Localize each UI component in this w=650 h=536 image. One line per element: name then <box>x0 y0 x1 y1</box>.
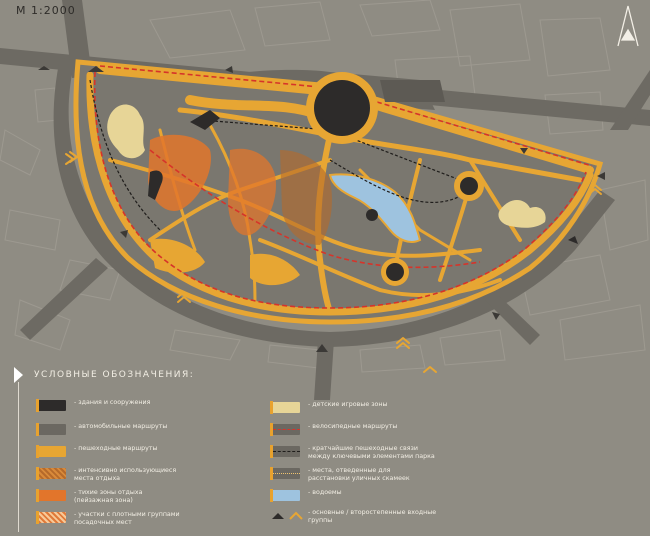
north-arrow-icon <box>617 5 639 47</box>
legend-item-water: - водоемы <box>270 488 500 508</box>
pond <box>328 173 422 243</box>
legend-item-benches: - места, отведенные для расстановки улич… <box>270 466 500 486</box>
playgrounds-swatch <box>270 401 300 414</box>
buildings-swatch <box>36 399 66 412</box>
legend-label: - участки с плотными группами посадочных… <box>74 511 180 526</box>
legend-label: - велосипедные маршруты <box>308 423 398 430</box>
legend-item-shortest-links: - кратчайшие пешеходные связи между ключ… <box>270 444 500 464</box>
buildings <box>148 72 578 286</box>
legend-label: - основные / второстепенные входные груп… <box>308 509 437 524</box>
legend-label: - автомобильные маршруты <box>74 423 168 430</box>
entry-chevrons-icon <box>272 511 303 520</box>
pedestrian-routes-swatch <box>36 445 66 458</box>
legend-label: - места, отведенные для расстановки улич… <box>308 467 410 482</box>
quiet-zones-swatch <box>36 489 66 502</box>
legend-divider <box>18 382 19 532</box>
legend-item-entries: - основные / второстепенные входные груп… <box>270 508 500 528</box>
shortest-links-swatch <box>270 445 300 458</box>
legend-label: - водоемы <box>308 489 342 496</box>
water-swatch <box>270 489 300 502</box>
legend-label: - пешеходные маршруты <box>74 445 158 452</box>
seating-swatch <box>36 511 66 524</box>
legend-item-car-routes: - автомобильные маршруты <box>36 422 266 442</box>
car-routes-swatch <box>36 423 66 436</box>
legend-label: - детские игровые зоны <box>308 401 388 408</box>
bike-routes <box>93 65 593 309</box>
intense-rest-swatch <box>36 467 66 480</box>
legend-item-buildings: - здания и сооружения <box>36 398 266 418</box>
bike-routes-swatch <box>270 423 300 436</box>
entry-groups <box>38 66 605 373</box>
legend-item-seating: - участки с плотными группами посадочных… <box>36 510 266 530</box>
scale-label: М 1:2000 <box>16 4 76 17</box>
legend-label: - здания и сооружения <box>74 399 151 406</box>
benches-swatch <box>270 467 300 480</box>
rest-zones <box>148 134 332 286</box>
playgrounds <box>107 104 546 228</box>
legend-label: - кратчайшие пешеходные связи между ключ… <box>308 445 435 460</box>
legend-marker-icon <box>14 367 23 383</box>
legend-item-bike-routes: - велосипедные маршруты <box>270 422 500 442</box>
legend-title: УСЛОВНЫЕ ОБОЗНАЧЕНИЯ: <box>34 370 195 380</box>
legend-item-playgrounds: - детские игровые зоны <box>270 400 500 420</box>
legend-label: - тихие зоны отдыха (пейзажная зона) <box>74 489 143 504</box>
legend-item-intense-rest: - интенсивно использующиеся места отдыха <box>36 466 266 486</box>
legend-label: - интенсивно использующиеся места отдыха <box>74 467 177 482</box>
legend-item-quiet-zones: - тихие зоны отдыха (пейзажная зона) <box>36 488 266 508</box>
legend-item-pedestrian-routes: - пешеходные маршруты <box>36 444 266 464</box>
